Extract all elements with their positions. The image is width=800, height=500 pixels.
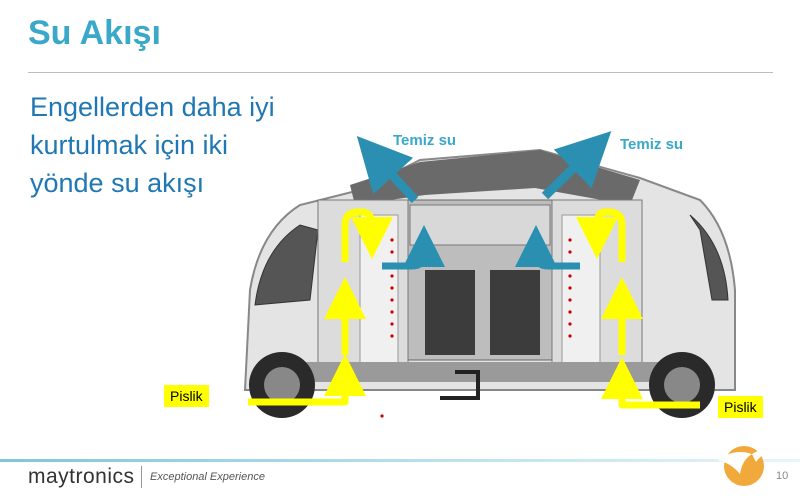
body-line-3: yönde su akışı <box>30 168 205 198</box>
page-number: 10 <box>776 470 789 482</box>
body-text: Engellerden daha iyi kurtulmak için iki … <box>30 88 330 202</box>
dirty-flow-left <box>248 208 393 406</box>
brand-name: maytronics <box>28 465 135 488</box>
dirt-label-left: Pislik <box>164 385 209 407</box>
brand-logo-icon <box>718 446 768 486</box>
clean-flow <box>356 131 612 270</box>
clean-water-label-right: Temiz su <box>620 136 684 153</box>
clean-water-label-left: Temiz su <box>393 132 457 149</box>
footer-divider <box>0 459 800 462</box>
brand-separator <box>141 466 142 488</box>
slide-title: Su Akışı <box>28 14 161 52</box>
left-wheel <box>249 352 315 418</box>
title-divider <box>28 72 773 73</box>
brand-tagline: Exceptional Experience <box>150 471 265 483</box>
dirt-label-right: Pislik <box>718 396 763 418</box>
dirty-flow-right <box>576 208 700 409</box>
body-line-1: Engellerden daha iyi <box>30 92 275 122</box>
body-line-2: kurtulmak için iki <box>30 130 229 160</box>
